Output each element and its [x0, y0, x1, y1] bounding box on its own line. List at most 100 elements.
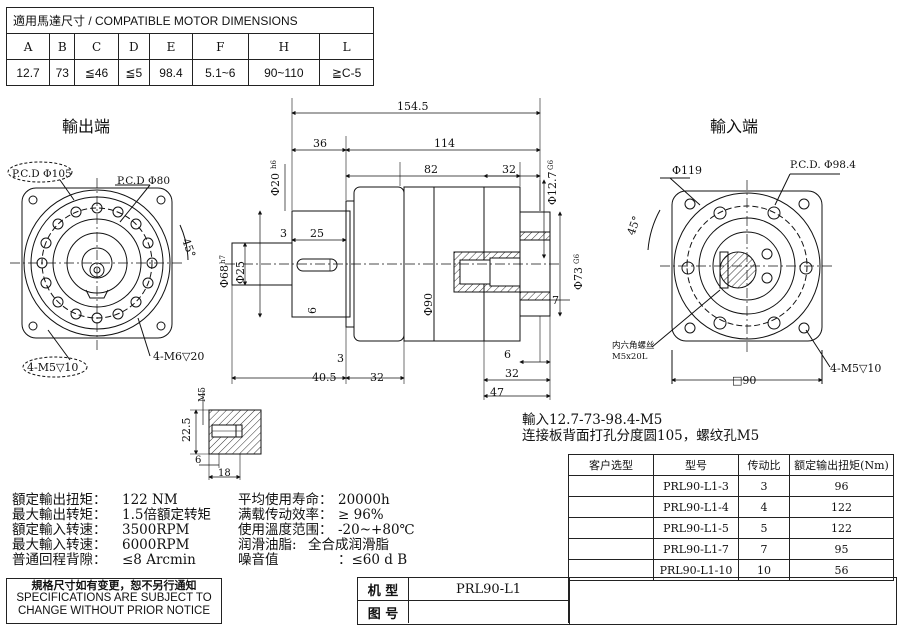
spec-key: 最大輸入转速：	[12, 537, 107, 553]
ratio-value: 4	[738, 496, 790, 518]
spec-key: 最大輸出转矩：	[12, 507, 107, 523]
drawing-label: 图 号	[358, 601, 409, 623]
key-225-label: 22.5	[180, 418, 193, 443]
dim-d68: Φ68	[218, 265, 231, 288]
spec-value: ≥ 96%	[338, 507, 384, 523]
specs-right: 平均使用寿命： 20000h 满载传动效率： ≥ 96% 使用溫度范围： -20~+8…	[238, 493, 415, 568]
spec-key: 使用溫度范围：	[238, 522, 333, 538]
ratio-value: 3	[738, 475, 790, 497]
input-end-view	[647, 173, 840, 384]
motor-header: B	[49, 33, 76, 60]
spec-key: 噪音值	[238, 552, 279, 568]
spec-key: 額定輸出扭矩：	[12, 492, 107, 508]
dim-d25: Φ25	[234, 261, 247, 284]
output-holes-label: 4-M6▽20	[153, 350, 204, 363]
ratio-torque: 56	[789, 559, 894, 581]
spec-change-notice: 規格尺寸如有变更，恕不另行通知 SPECIFICATIONS ARE SUBJE…	[6, 578, 222, 624]
spec-value: 122 NM	[122, 492, 178, 508]
dim-25a: 25	[310, 227, 324, 240]
dim-32c: 32	[505, 367, 519, 380]
motor-value: ≦5	[117, 59, 150, 86]
drawing-value	[409, 601, 569, 623]
dim-d20-tol: h6	[270, 159, 278, 169]
dim-total: 154.5	[397, 100, 429, 113]
dim-7: 7	[552, 294, 559, 307]
spec-key: 满载传动效率：	[238, 507, 333, 523]
motor-value: 12.7	[5, 59, 51, 86]
dim-47: 47	[490, 386, 504, 399]
spec-key: 額定輸入转速：	[12, 522, 107, 538]
motor-value: 90~110	[247, 59, 321, 86]
ratio-value: 7	[738, 538, 790, 560]
ratio-model: PRL90-L1-4	[653, 496, 739, 518]
ratio-torque: 96	[789, 475, 894, 497]
ratio-model: PRL90-L1-5	[653, 517, 739, 539]
motor-value: 73	[49, 59, 76, 86]
output-end-view	[7, 161, 189, 378]
title-block-divider	[569, 578, 570, 624]
ratio-torque: 122	[789, 496, 894, 518]
pcd-outer-label: P.C.D Φ105	[12, 168, 72, 180]
ratio-header: 客户选型	[568, 454, 654, 476]
input-dia-label: Φ119	[672, 164, 702, 177]
ratio-header: 型号	[653, 454, 739, 476]
ratio-torque: 95	[789, 538, 894, 560]
motor-value: 98.4	[148, 59, 194, 86]
input-square-label: □90	[732, 374, 756, 387]
dim-3a: 3	[280, 227, 287, 240]
spec-value: -20~+80℃	[338, 522, 415, 538]
input-note-line1: 輸入12.7-73-98.4-M5	[522, 412, 662, 428]
motor-value: ≧C-5	[319, 59, 374, 86]
dim-32a: 32	[502, 163, 516, 176]
ratio-value: 5	[738, 517, 790, 539]
ratio-model: PRL90-L1-7	[653, 538, 739, 560]
spec-value: 1.5倍額定转矩	[122, 507, 211, 523]
dim-d127: Φ12.7	[546, 171, 559, 205]
dim-82: 82	[424, 163, 438, 176]
motor-header: A	[5, 33, 51, 60]
motor-dimension-table: 適用馬達尺寸 / COMPATIBLE MOTOR DIMENSIONS A B…	[5, 7, 374, 86]
title-block: 机 型 PRL90-L1 图 号	[357, 577, 897, 625]
spec-value: 3500RPM	[122, 522, 190, 538]
motor-value: ≦46	[74, 59, 119, 86]
spec-value: 6000RPM	[122, 537, 190, 553]
input-note-line2: 连接板背面打孔分度圆105，螺纹孔M5	[522, 427, 759, 444]
motor-header: E	[148, 33, 194, 60]
ratio-model: PRL90-L1-3	[653, 475, 739, 497]
input-view-label: 輸入端	[710, 117, 758, 136]
notice-cn: 規格尺寸如有变更，恕不另行通知	[31, 579, 197, 592]
key-detail	[190, 390, 262, 480]
dim-3b: 3	[337, 352, 344, 365]
dim-d20: Φ20	[269, 173, 282, 196]
input-holes-label: 4-M5▽10	[830, 362, 881, 375]
dim-d73-tol: G6	[573, 253, 581, 264]
spec-key: 润滑油脂:	[238, 537, 297, 553]
side-view	[225, 98, 570, 400]
screw-note-2: M5x20L	[612, 352, 648, 362]
dim-114: 114	[434, 137, 455, 150]
input-pcd-label: P.C.D. Φ98.4	[790, 159, 856, 171]
pcd-inner-label: P.C.D Φ80	[117, 175, 170, 187]
motor-table-title: 適用馬達尺寸 / COMPATIBLE MOTOR DIMENSIONS	[6, 7, 374, 34]
spec-value: 20000h	[338, 492, 390, 508]
dim-32b: 32	[370, 371, 384, 384]
spec-value: 全合成润滑脂	[308, 537, 389, 553]
model-value: PRL90-L1	[409, 578, 569, 601]
dim-405: 40.5	[312, 371, 337, 384]
spec-key: 平均使用寿命：	[238, 492, 333, 508]
specs-left: 額定輸出扭矩： 122 NM 最大輸出转矩： 1.5倍額定转矩 額定輸入转速： 350…	[12, 493, 211, 568]
dim-36: 36	[313, 137, 327, 150]
spec-key: 普通回程背隙：	[12, 552, 107, 568]
ratio-header: 传动比	[738, 454, 790, 476]
dim-d90: Φ90	[422, 293, 435, 316]
input-angle-label: 45°	[625, 214, 644, 237]
output-holes-2-label: 4-M5▽10	[27, 361, 78, 374]
motor-value: 5.1~6	[192, 59, 249, 86]
dim-d127-tol: G6	[547, 159, 555, 170]
dim-d73: Φ73	[572, 267, 585, 290]
